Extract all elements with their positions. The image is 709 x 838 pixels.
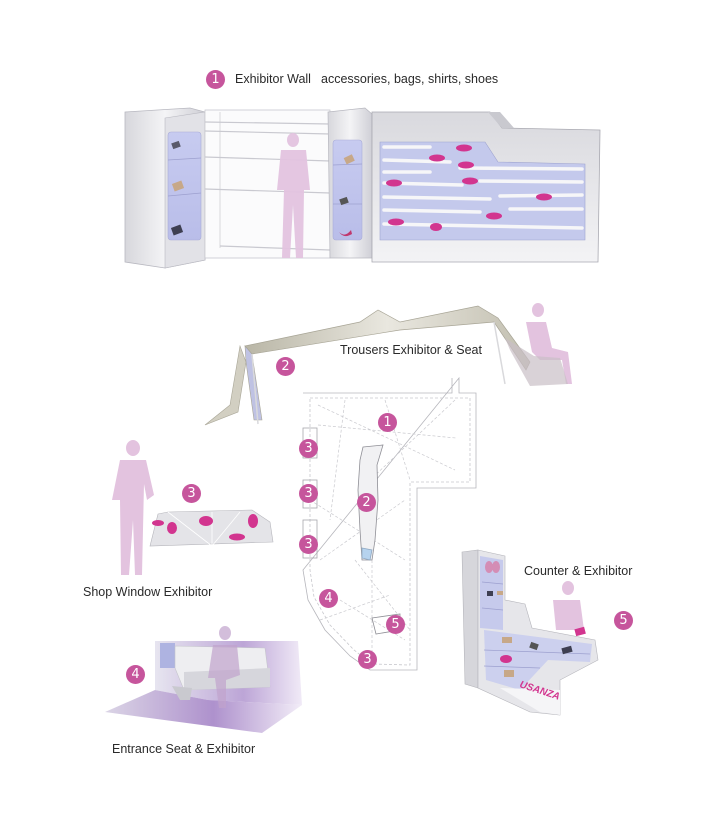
floor-plan-marker-4: 4 [319, 589, 338, 608]
counter-label: Counter & Exhibitor [524, 564, 633, 578]
exhibitor-wall-subtitle: accessories, bags, shirts, shoes [321, 72, 499, 86]
bag-icon [171, 140, 181, 150]
badge-trousers-exhibitor: 2 [276, 357, 295, 376]
exhibitor-wall-illustration [124, 107, 601, 269]
exhibitor-wall-title: Exhibitor Wall [235, 72, 311, 86]
counter-illustration [461, 549, 599, 716]
floor-plan-marker-3: 3 [299, 439, 318, 458]
entrance-seat-illustration [105, 626, 302, 733]
badge-exhibitor-wall: 1 [206, 70, 225, 89]
shop-window-label: Shop Window Exhibitor [83, 585, 213, 599]
floor-plan-marker-3: 3 [358, 650, 377, 669]
person-figure [277, 133, 310, 258]
floor-plan-marker-3: 3 [299, 535, 318, 554]
entrance-seat-label: Entrance Seat & Exhibitor [112, 742, 256, 756]
floor-plan-marker-1: 1 [378, 413, 397, 432]
floor-plan-marker-5: 5 [386, 615, 405, 634]
floor-plan-marker-3: 3 [299, 484, 318, 503]
trousers-exhibitor-illustration [204, 303, 572, 426]
left-display-glass [167, 131, 202, 241]
floor-plan-marker-2: 2 [357, 493, 376, 512]
seated-person-figure [526, 303, 572, 384]
trousers-exhibitor-label: Trousers Exhibitor & Seat [340, 343, 482, 357]
shoe-wall-glass [379, 141, 586, 241]
badge-entrance-seat: 4 [126, 665, 145, 684]
seated-person-figure [208, 626, 240, 708]
right-display-glass [332, 139, 363, 241]
badge-shop-window: 3 [182, 484, 201, 503]
counter-person-figure [553, 581, 584, 630]
badge-counter: 5 [614, 611, 633, 630]
bag-icon [171, 180, 185, 192]
shop-window-illustration [112, 440, 274, 575]
bag-icon [170, 224, 184, 236]
shoe-icons [386, 144, 552, 231]
standing-woman-figure [112, 440, 154, 575]
